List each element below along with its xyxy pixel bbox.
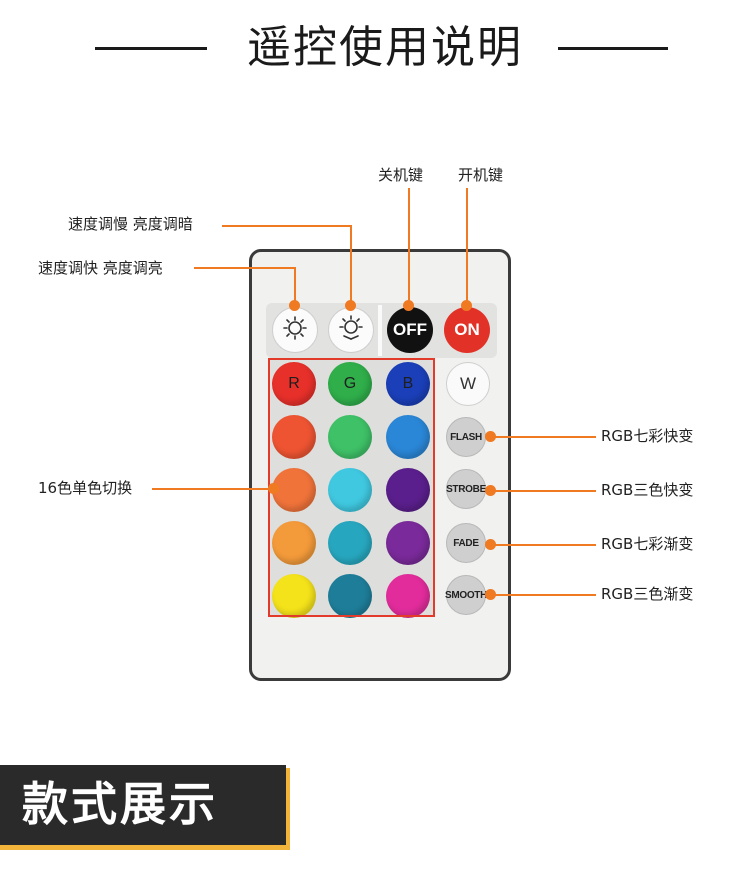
color-button[interactable] (272, 521, 316, 565)
callout-sixteen-colors-label: 16色单色切换 (38, 479, 133, 497)
color-button[interactable]: B (386, 362, 430, 406)
color-button[interactable]: R (272, 362, 316, 406)
top-panel-divider (378, 305, 382, 356)
callout-slow-dim-label: 速度调慢 亮度调暗 (68, 215, 193, 233)
callout-off-key-label: 关机键 (378, 166, 424, 184)
callout-fade-dot (485, 539, 496, 550)
color-button-label: B (402, 375, 414, 392)
callout-smooth-dot (485, 589, 496, 600)
smooth-button[interactable]: SMOOTH (444, 575, 488, 615)
on-button-label: ON (454, 320, 480, 339)
callout-slow-dim-hline (222, 225, 352, 227)
callout-on-key-dot (461, 300, 472, 311)
header-left-rule (95, 47, 207, 50)
page-title: 遥控使用说明 (247, 22, 523, 73)
callout-strobe-line (494, 490, 596, 492)
callout-off-key-line (408, 188, 410, 306)
callout-smooth-label: RGB三色渐变 (601, 585, 694, 603)
color-button[interactable]: G (328, 362, 372, 406)
callout-flash-label: RGB七彩快变 (601, 427, 694, 445)
fade-button[interactable]: FADE (446, 523, 486, 563)
callout-sixteen-colors-dot (268, 483, 279, 494)
brightness-up-button[interactable] (328, 307, 374, 353)
callout-fade-line (494, 544, 596, 546)
callout-fast-bright-vline (294, 267, 296, 305)
callout-sixteen-colors-line (152, 488, 270, 490)
callout-slow-dim-dot (345, 300, 356, 311)
white-button-label: W (459, 374, 477, 393)
color-button[interactable] (386, 521, 430, 565)
brightness-up-icon (337, 314, 365, 347)
color-button[interactable] (386, 574, 430, 618)
color-button[interactable] (328, 521, 372, 565)
flash-button[interactable]: FLASH (446, 417, 486, 457)
callout-flash-line (494, 436, 596, 438)
color-button[interactable] (272, 468, 316, 512)
callout-smooth-line (494, 594, 596, 596)
on-button[interactable]: ON (444, 307, 490, 353)
flash-button-label: FLASH (450, 431, 482, 443)
white-button[interactable]: W (446, 362, 490, 406)
color-button[interactable] (386, 415, 430, 459)
callout-strobe-label: RGB三色快变 (601, 481, 694, 499)
color-button[interactable] (328, 468, 372, 512)
callout-on-key-label: 开机键 (458, 166, 504, 184)
callout-on-key-line (466, 188, 468, 306)
callout-fast-bright-hline (194, 267, 296, 269)
banner (0, 765, 286, 845)
color-button[interactable] (328, 574, 372, 618)
color-button-label: G (343, 375, 357, 392)
color-button-label: R (288, 375, 300, 392)
brightness-down-button[interactable] (272, 307, 318, 353)
callout-fade-label: RGB七彩渐变 (601, 535, 694, 553)
off-button[interactable]: OFF (387, 307, 433, 353)
callout-flash-dot (485, 431, 496, 442)
callout-off-key-dot (403, 300, 414, 311)
smooth-button-label: SMOOTH (444, 589, 488, 601)
off-button-label: OFF (393, 320, 427, 339)
strobe-button[interactable]: STROBE (446, 469, 486, 509)
banner-title: 款式展示 (22, 777, 218, 831)
color-button[interactable] (272, 574, 316, 618)
callout-fast-bright-dot (289, 300, 300, 311)
callout-slow-dim-vline (350, 225, 352, 305)
brightness-down-icon (281, 314, 309, 347)
color-grid-highlight-frame (268, 358, 435, 617)
header-right-rule (558, 47, 668, 50)
fade-button-label: FADE (453, 537, 479, 549)
callout-strobe-dot (485, 485, 496, 496)
color-button[interactable] (272, 415, 316, 459)
color-button[interactable] (328, 415, 372, 459)
color-button[interactable] (386, 468, 430, 512)
strobe-button-label: STROBE (446, 483, 486, 495)
callout-fast-bright-label: 速度调快 亮度调亮 (38, 259, 163, 277)
